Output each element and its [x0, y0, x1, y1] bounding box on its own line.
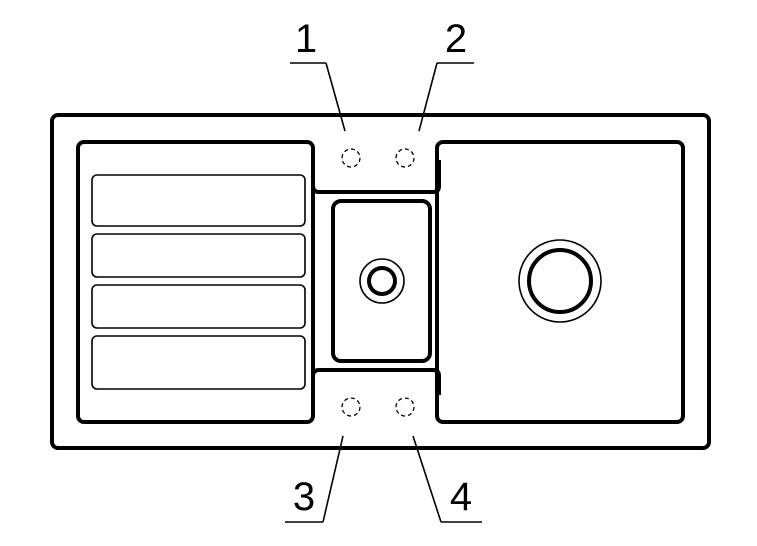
top-deck-edge — [311, 160, 441, 194]
bottom-deck-edge — [311, 368, 441, 395]
drain-groove-2 — [91, 233, 306, 278]
drain-groove-4 — [91, 335, 306, 390]
small-bowl-drain-outer — [359, 258, 405, 304]
drainboard — [76, 140, 315, 424]
leader-line-4-diag — [412, 435, 442, 523]
main-bowl — [435, 140, 685, 424]
drain-groove-3 — [91, 284, 306, 329]
callout-label-1: 1 — [295, 17, 317, 61]
callout-label-3: 3 — [293, 475, 315, 519]
small-bowl-drain-inner — [367, 266, 397, 296]
callout-label-4: 4 — [450, 475, 472, 519]
tap-hole-4 — [395, 397, 415, 417]
callout-label-2: 2 — [445, 17, 467, 61]
main-bowl-drain-outer — [518, 239, 602, 323]
leader-line-3-diag — [322, 435, 344, 523]
tap-hole-3 — [341, 397, 361, 417]
tap-hole-2 — [395, 148, 415, 168]
small-bowl — [331, 199, 432, 363]
main-bowl-drain-inner — [527, 248, 593, 314]
outer-frame — [50, 113, 711, 450]
drain-groove-1 — [91, 174, 306, 227]
leader-line-1-diag — [325, 62, 346, 132]
leader-line-2-diag — [418, 62, 438, 132]
tap-hole-1 — [341, 148, 361, 168]
